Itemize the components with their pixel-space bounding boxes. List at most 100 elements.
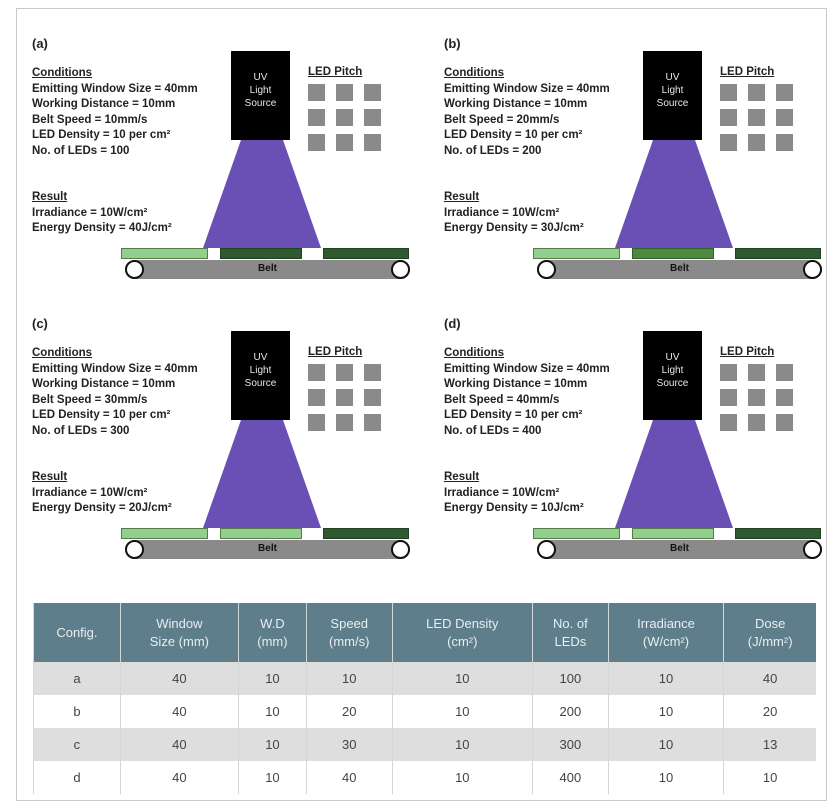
result-line: Energy Density = 20J/cm² <box>32 502 172 514</box>
table-cell: 10 <box>391 662 533 695</box>
header-line: Config. <box>56 624 98 640</box>
table-cell: a <box>33 662 121 695</box>
led-square <box>336 389 353 406</box>
uv-label-line: Light <box>661 365 684 376</box>
uv-label-line: Light <box>249 85 272 96</box>
condition-line: LED Density = 10 per cm² <box>32 409 171 421</box>
table-cell: 10 <box>237 728 307 761</box>
conveyor-belt: Belt <box>537 540 822 559</box>
result-heading: Result <box>444 191 480 203</box>
condition-line: No. of LEDs = 200 <box>444 144 542 157</box>
table-cell: c <box>33 728 121 761</box>
led-square <box>720 109 737 126</box>
led-square <box>720 134 737 151</box>
table-cell: 300 <box>532 728 609 761</box>
header-line: (mm) <box>257 633 288 649</box>
belt-roller-right <box>391 540 410 559</box>
table-cell: 10 <box>391 695 533 728</box>
belt-roller-left <box>537 260 556 279</box>
belt-roller-right <box>391 260 410 279</box>
condition-line: Working Distance = 10mm <box>32 378 176 390</box>
uv-label-line: Source <box>656 378 689 389</box>
table-header-cell: Irradiance (W/cm²) <box>607 603 724 662</box>
result-line: Energy Density = 30J/cm² <box>444 222 584 234</box>
conditions-heading: Conditions <box>32 67 93 79</box>
condition-line: No. of LEDs = 300 <box>32 424 130 437</box>
header-line: Window <box>156 615 203 631</box>
led-square <box>308 109 325 126</box>
condition-line: Emitting Window Size = 40mm <box>32 362 198 375</box>
table-cell: 40 <box>119 695 239 728</box>
condition-line: Emitting Window Size = 40mm <box>444 82 610 95</box>
belt-label: Belt <box>258 543 277 554</box>
substrate-strip <box>220 528 302 539</box>
led-square <box>336 414 353 431</box>
panel-label: (d) <box>444 316 461 331</box>
table-cell: 10 <box>723 761 816 794</box>
uv-label-line: UV <box>253 352 268 363</box>
table-cell: 400 <box>532 761 609 794</box>
condition-line: LED Density = 10 per cm² <box>444 409 583 421</box>
table-cell: 10 <box>391 761 533 794</box>
result-line: Irradiance = 10W/cm² <box>444 486 560 499</box>
result-line: Irradiance = 10W/cm² <box>32 206 148 219</box>
belt-roller-right <box>803 540 822 559</box>
panel-label: (c) <box>32 316 48 331</box>
condition-line: Belt Speed = 20mm/s <box>444 113 560 126</box>
led-square <box>364 109 381 126</box>
header-line: W.D <box>260 615 285 631</box>
header-line: (cm²) <box>447 633 478 649</box>
led-pitch-heading: LED Pitch <box>308 346 363 358</box>
condition-line: No. of LEDs = 100 <box>32 144 130 157</box>
table-cell: 20 <box>723 695 816 728</box>
led-square <box>336 134 353 151</box>
conditions-heading: Conditions <box>32 347 93 359</box>
conditions-heading: Conditions <box>444 347 505 359</box>
led-square <box>364 414 381 431</box>
header-line: Irradiance <box>637 615 695 631</box>
belt-label: Belt <box>670 543 689 554</box>
uv-label-line: Light <box>249 365 272 376</box>
substrate-strip <box>220 248 302 259</box>
substrate-strip <box>735 528 821 539</box>
led-pitch-heading: LED Pitch <box>308 66 363 78</box>
conveyor-belt: Belt <box>125 540 410 559</box>
panel-label: (b) <box>444 36 461 51</box>
table-header-cell: LED Density (cm²) <box>391 603 533 662</box>
table-cell: 10 <box>237 761 307 794</box>
uv-beam <box>615 420 733 528</box>
uv-beam-shape <box>615 140 733 248</box>
panel-label: (a) <box>32 36 48 51</box>
condition-line: Belt Speed = 30mm/s <box>32 393 148 406</box>
header-line: (mm/s) <box>329 633 370 649</box>
header-line: (W/cm²) <box>642 633 690 649</box>
table-header-cell: Dose(J/mm²) <box>723 603 816 662</box>
table-cell: 10 <box>607 662 724 695</box>
header-line: LED Density <box>426 615 499 631</box>
condition-line: Emitting Window Size = 40mm <box>32 82 198 95</box>
table-cell: 30 <box>305 728 392 761</box>
table-cell: 10 <box>305 662 392 695</box>
belt-label: Belt <box>258 263 277 274</box>
table-cell: d <box>33 761 121 794</box>
header-line: Dose <box>754 615 786 631</box>
uv-beam-shape <box>203 420 321 528</box>
uv-label-line: UV <box>253 72 268 83</box>
substrate-strip <box>121 528 208 539</box>
led-square <box>748 134 765 151</box>
led-square <box>720 389 737 406</box>
